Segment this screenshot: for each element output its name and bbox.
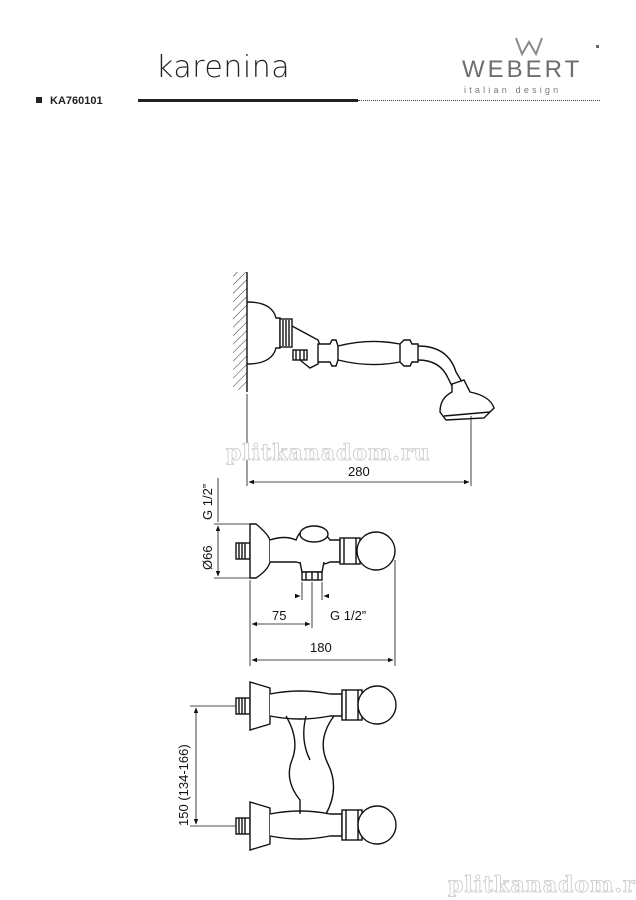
bottom-rosette bbox=[249, 801, 271, 851]
product-title: karenina bbox=[156, 50, 291, 85]
mixer-top-view bbox=[190, 681, 397, 851]
registered-mark-icon bbox=[596, 45, 599, 48]
bottom-inlet-thread bbox=[235, 817, 251, 835]
inlet-thread bbox=[235, 542, 251, 560]
dim-rosette-diameter: Ø66 bbox=[200, 545, 215, 570]
watermark-middle: plitkanadom.ru bbox=[226, 440, 431, 466]
header-rule bbox=[138, 99, 358, 102]
wall-hatch bbox=[233, 272, 247, 390]
shower-neck bbox=[417, 345, 463, 383]
top-ball-handle bbox=[357, 685, 397, 725]
dim-shower-reach: 280 bbox=[348, 464, 370, 479]
top-inlet-thread bbox=[235, 697, 251, 715]
inlet-rosette bbox=[249, 523, 271, 579]
bottom-ball-handle bbox=[357, 805, 397, 845]
wavy-body-right bbox=[322, 715, 335, 815]
product-code-row: KA760101 bbox=[36, 95, 103, 107]
bullet-icon bbox=[36, 97, 42, 103]
shower-side-view bbox=[233, 272, 495, 486]
top-rosette bbox=[249, 681, 271, 731]
dim-inlet-thread-top: G 1/2” bbox=[200, 484, 215, 520]
dim-inlet-spacing: 150 (134-166) bbox=[176, 744, 191, 826]
header-dotted-rule bbox=[358, 100, 600, 101]
brand-logo: WEBERT italian design bbox=[462, 36, 602, 96]
mixer-side-view bbox=[214, 478, 396, 666]
wall-rosette bbox=[246, 301, 281, 365]
dim-body-length: 180 bbox=[310, 640, 332, 655]
dim-outlet-offset: 75 bbox=[272, 608, 286, 623]
shower-head bbox=[439, 379, 495, 421]
outlet-nozzle bbox=[299, 561, 325, 573]
shower-handle bbox=[317, 339, 419, 367]
ball-handle bbox=[356, 531, 396, 571]
brand-name: WEBERT bbox=[462, 56, 583, 83]
product-code: KA760101 bbox=[50, 95, 103, 107]
watermark-bottom: plitkanadom.ru bbox=[448, 872, 636, 898]
diverter-knob bbox=[299, 525, 329, 543]
brand-tagline: italian design bbox=[464, 85, 562, 95]
wavy-body-left bbox=[285, 715, 301, 814]
brand-w-mark-icon bbox=[515, 37, 543, 56]
dim-outlet-thread: G 1/2” bbox=[330, 608, 366, 623]
